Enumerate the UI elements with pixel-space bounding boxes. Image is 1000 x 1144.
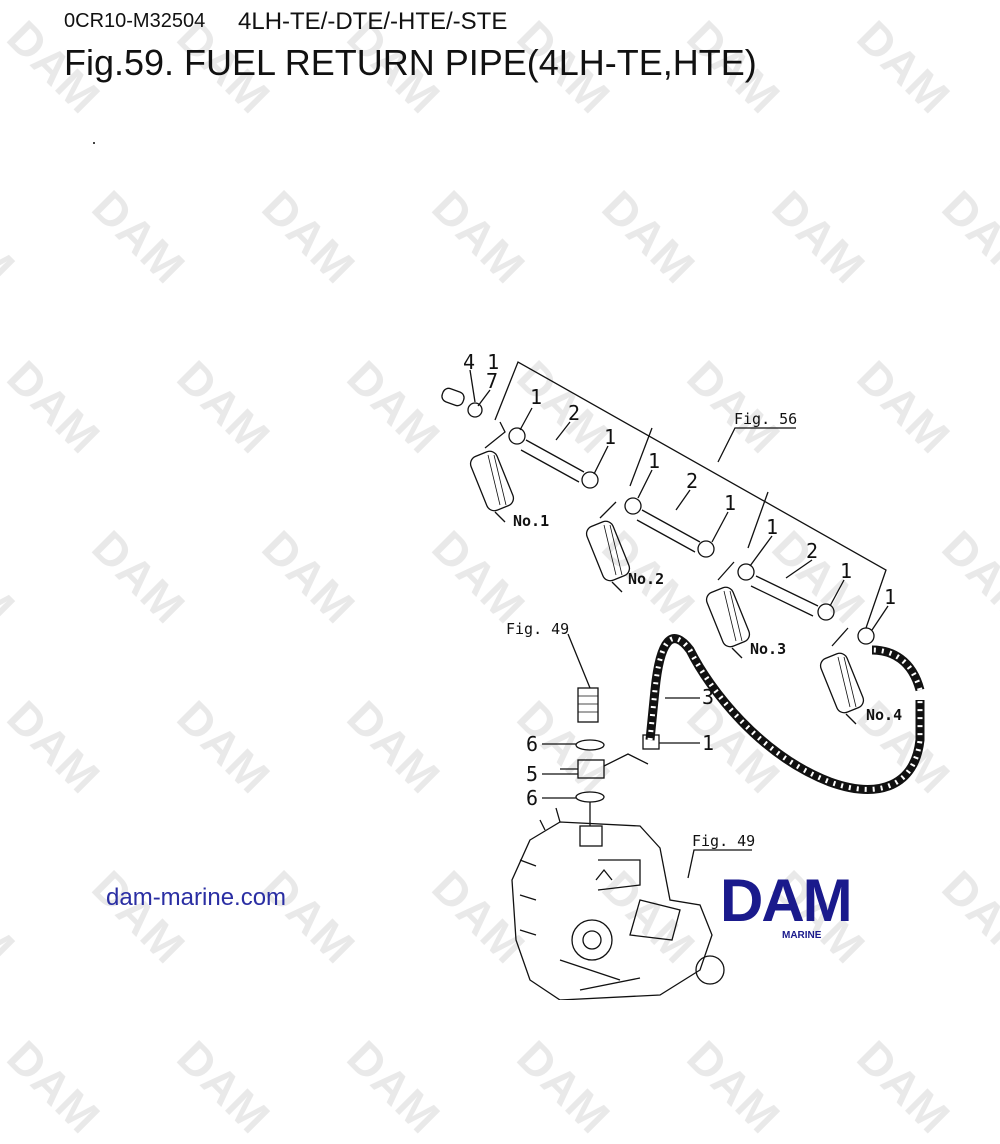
injector-no1 bbox=[469, 421, 515, 523]
callout-1: 1 bbox=[702, 731, 714, 755]
clip bbox=[624, 497, 642, 515]
callout-4-1: 4 1 bbox=[463, 350, 499, 374]
fig56-leader bbox=[717, 427, 796, 463]
clip bbox=[857, 627, 875, 645]
callout-1: 1 bbox=[530, 385, 542, 409]
callout-1: 1 bbox=[766, 515, 778, 539]
watermark-text: DAM bbox=[337, 1030, 451, 1144]
callout-2: 2 bbox=[686, 469, 698, 493]
clip bbox=[467, 402, 483, 418]
injector-label-no3: No.3 bbox=[750, 640, 786, 658]
hose-clip bbox=[642, 734, 660, 750]
callout-2: 2 bbox=[568, 401, 580, 425]
fuel-injection-pump bbox=[511, 807, 725, 1000]
banjo-bolt bbox=[577, 687, 599, 723]
callout-6: 6 bbox=[526, 786, 538, 810]
callout-3: 3 bbox=[702, 685, 714, 709]
union-5 bbox=[577, 759, 605, 779]
speck bbox=[93, 142, 95, 144]
washer-6b bbox=[575, 791, 605, 803]
watermark-text: DAM bbox=[167, 1030, 281, 1144]
injector-no3 bbox=[705, 561, 751, 659]
callout-7: 7 bbox=[486, 369, 498, 393]
leader-fig49-bottom bbox=[687, 849, 752, 879]
logo-wordmark: DAM bbox=[720, 867, 853, 934]
dam-marine-logo: DAM MARINE bbox=[720, 867, 900, 944]
website-link[interactable]: dam-marine.com bbox=[106, 884, 287, 911]
fuel-return-pipe-diagram: 4 1 7 1 2 1 1 2 1 1 2 1 1 3 1 6 5 6 Fig.… bbox=[441, 350, 925, 1000]
hose-2b bbox=[636, 509, 701, 553]
figure-title: Fig.59. FUEL RETURN PIPE(4LH-TE,HTE) bbox=[64, 42, 757, 83]
callout-1: 1 bbox=[884, 585, 896, 609]
cap-part bbox=[441, 387, 465, 407]
clip bbox=[817, 603, 835, 621]
watermark-text: DAM bbox=[677, 1030, 791, 1144]
hose-2c bbox=[750, 575, 819, 617]
clip bbox=[508, 427, 526, 445]
fig56-divider-2 bbox=[747, 491, 769, 549]
washer-6a bbox=[575, 739, 605, 751]
callout-1: 1 bbox=[724, 491, 736, 515]
return-hose-inner bbox=[647, 636, 923, 792]
fig49-reference-bottom: Fig. 49 bbox=[692, 832, 755, 850]
clip bbox=[737, 563, 755, 581]
callout-5: 5 bbox=[526, 762, 538, 786]
engine-models: 4LH-TE/-DTE/-HTE/-STE bbox=[238, 8, 508, 35]
callout-2: 2 bbox=[806, 539, 818, 563]
injector-no4 bbox=[819, 627, 865, 725]
watermark-text: DAM bbox=[847, 1030, 961, 1144]
injector-label-no2: No.2 bbox=[628, 570, 664, 588]
callout-6: 6 bbox=[526, 732, 538, 756]
injector-label-no1: No.1 bbox=[513, 512, 549, 530]
fig56-bracket-frame bbox=[494, 361, 887, 629]
logo-subtitle: MARINE bbox=[782, 930, 822, 941]
fig49-reference-top: Fig. 49 bbox=[506, 620, 569, 638]
watermark-text: DAM bbox=[0, 1030, 111, 1144]
callout-1: 1 bbox=[604, 425, 616, 449]
callout-1: 1 bbox=[840, 559, 852, 583]
fig56-divider-1 bbox=[629, 427, 653, 487]
document-code: 0CR10-M32504 bbox=[64, 10, 206, 32]
hose-2a bbox=[520, 439, 585, 483]
fig56-reference: Fig. 56 bbox=[734, 410, 797, 428]
injector-no2 bbox=[585, 501, 631, 593]
clip bbox=[581, 471, 599, 489]
leader-fig49 bbox=[567, 633, 591, 689]
clip bbox=[697, 540, 715, 558]
watermark-text: DAM bbox=[507, 1030, 621, 1144]
callout-1: 1 bbox=[648, 449, 660, 473]
injector-label-no4: No.4 bbox=[866, 706, 902, 724]
